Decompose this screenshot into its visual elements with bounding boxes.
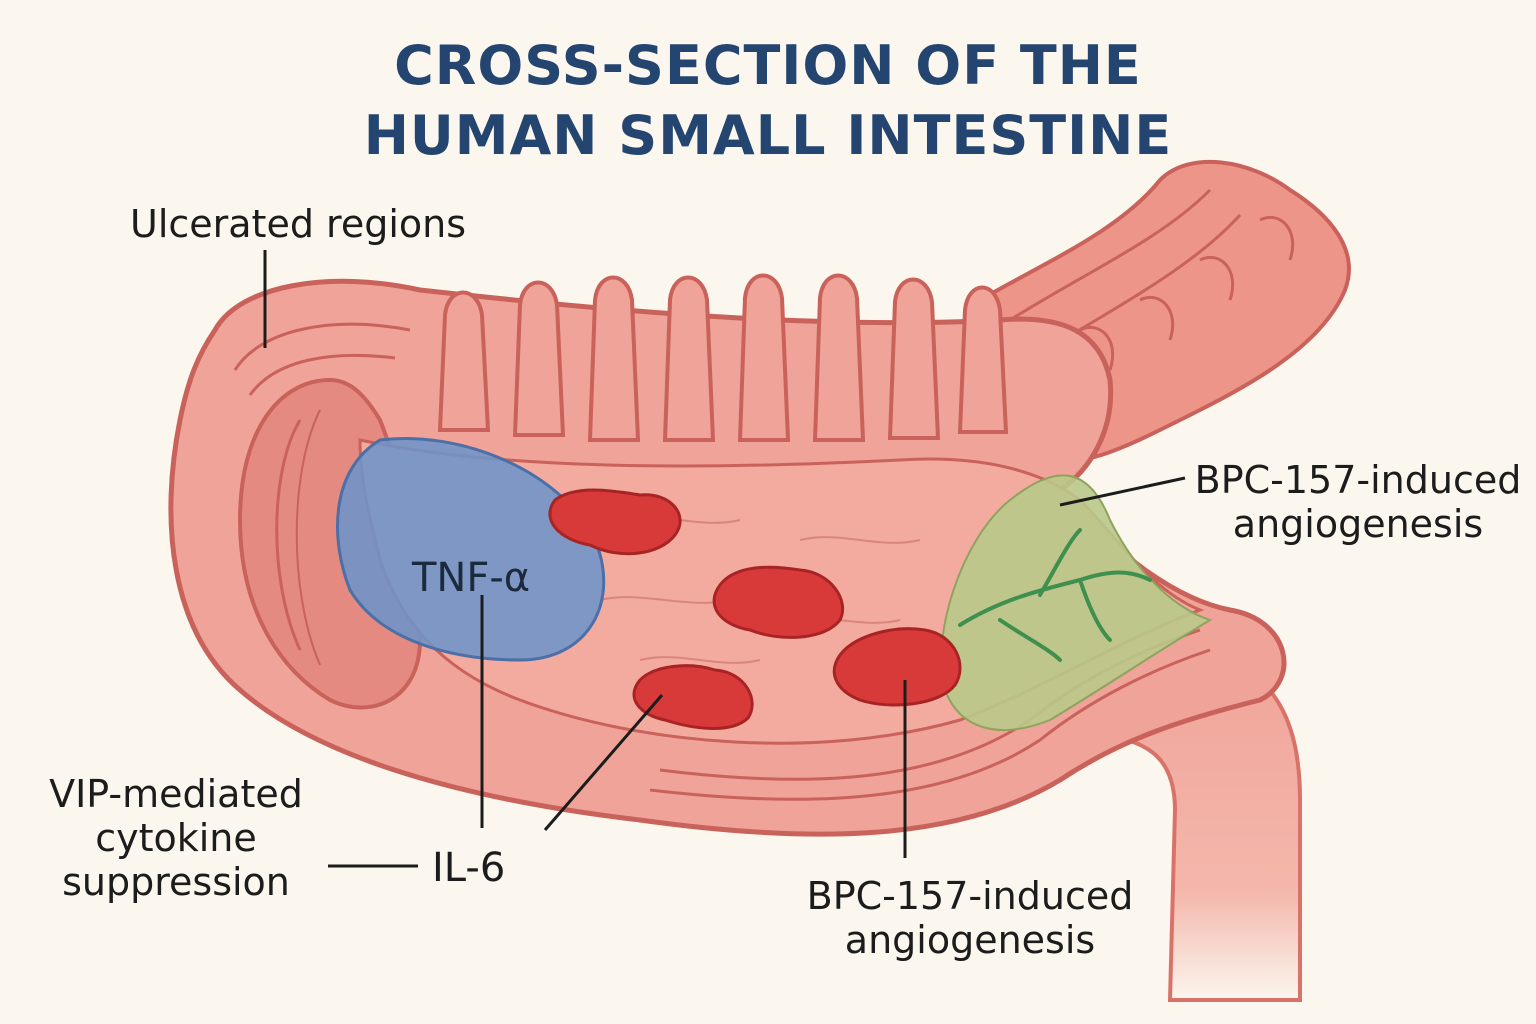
label-bpc-right-line1: BPC-157-induced [1194, 458, 1522, 502]
marker-il6: IL-6 [432, 845, 506, 891]
label-bpc-right: BPC-157-induced angiogenesis [1180, 458, 1536, 546]
label-vip-line1: VIP-mediated [49, 772, 303, 816]
label-vip-line3: suppression [62, 860, 290, 904]
leader-bpc-right [1059, 476, 1186, 507]
label-vip-mediated: VIP-mediated cytokine suppression [20, 772, 332, 904]
label-bpc-bottom: BPC-157-induced angiogenesis [780, 874, 1160, 962]
label-bpc-right-line2: angiogenesis [1232, 502, 1484, 546]
label-vip-line2: cytokine [95, 816, 257, 860]
leader-lines [263, 250, 1186, 868]
title-line-1: CROSS-SECTION OF THE [394, 34, 1142, 97]
leader-il6 [543, 694, 664, 831]
tnf-region [336, 437, 606, 662]
villi-row [437, 273, 1009, 442]
label-ulcerated-regions: Ulcerated regions [130, 202, 467, 246]
lesion-4 [832, 627, 962, 707]
marker-tnf-alpha: TNF-α [412, 555, 531, 601]
title-line-2: HUMAN SMALL INTESTINE [363, 104, 1173, 167]
label-bpc-bottom-line1: BPC-157-induced [806, 874, 1134, 918]
vessel-network [958, 528, 1152, 662]
lesion-1 [548, 488, 682, 556]
lesion-3 [632, 664, 754, 730]
label-bpc-bottom-line2: angiogenesis [844, 918, 1096, 962]
lesion-2 [712, 565, 845, 639]
